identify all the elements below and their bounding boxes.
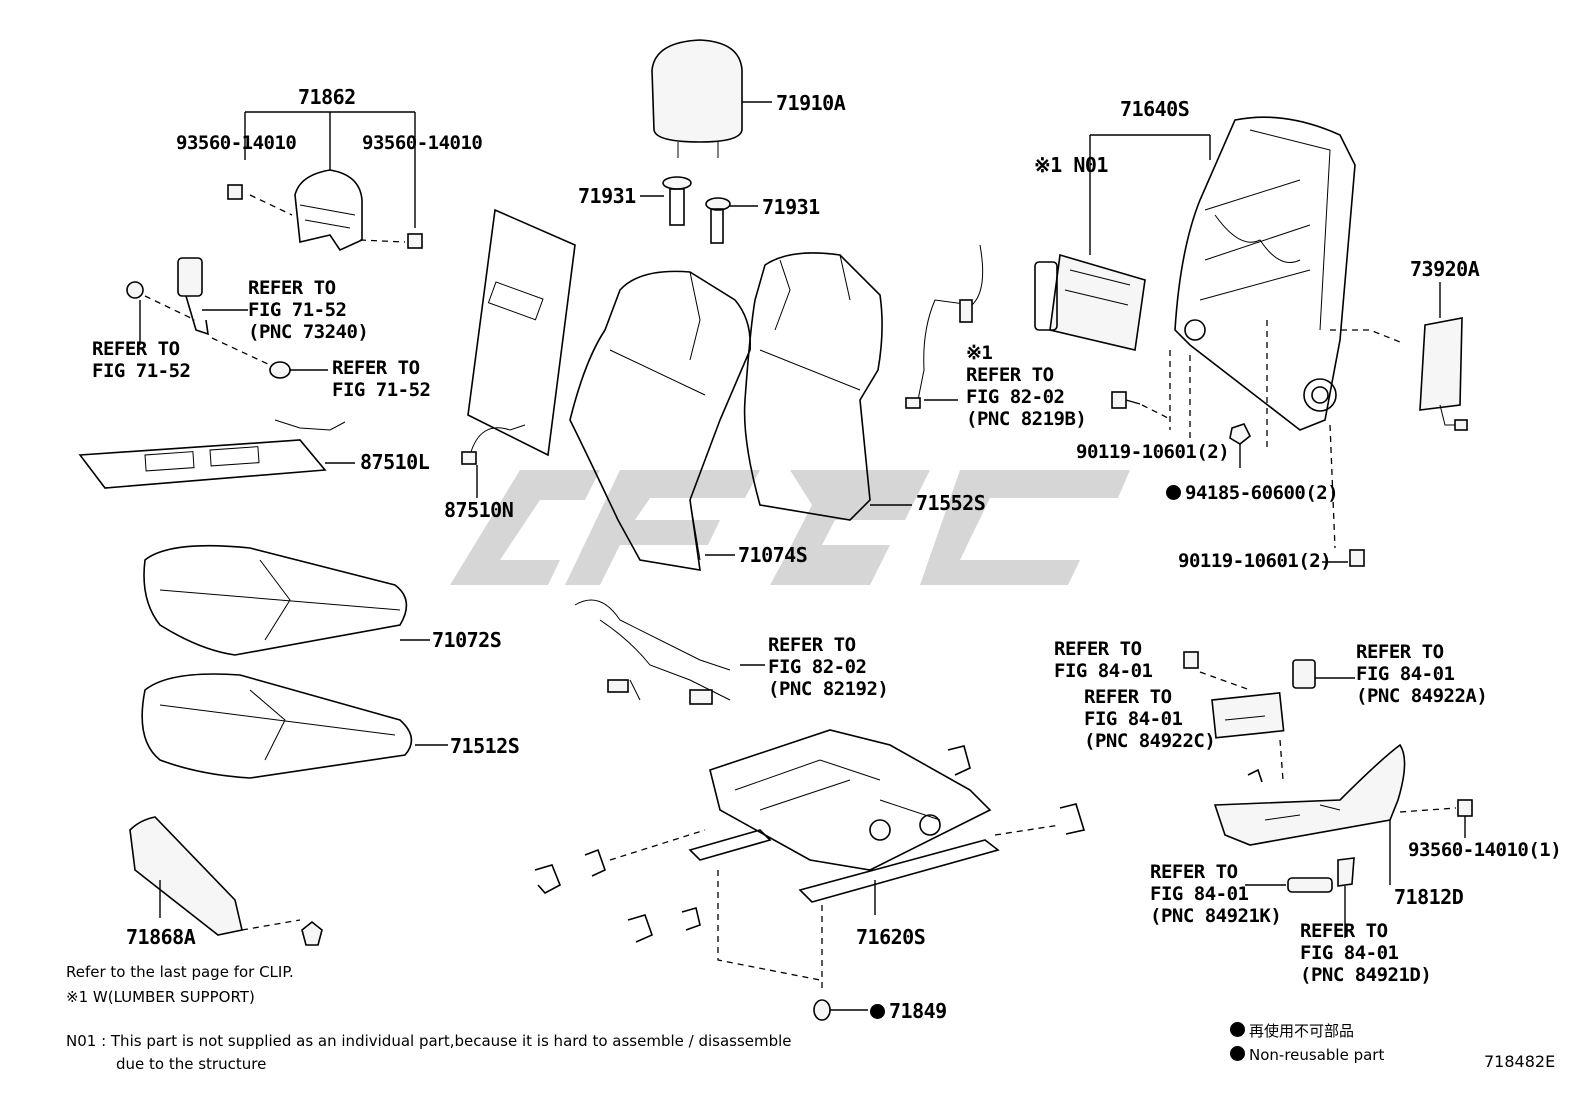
refer-84-01-c-line3: (PNC 84922A) [1356, 685, 1488, 707]
callout-71812D: 71812D [1394, 885, 1464, 909]
note-n01-line1: N01 : This part is not supplied as an in… [66, 1032, 792, 1050]
non-reusable-icon [1230, 1046, 1245, 1061]
callout-71868A: 71868A [126, 925, 196, 949]
seatback-cover-71074S [569, 270, 752, 571]
refer-84-01-e-line2: FIG 84-01 [1300, 942, 1399, 964]
callout-71931-left: 71931 [578, 184, 636, 208]
seat-cushion-pad-71512S [141, 673, 448, 779]
callout-94185-text: 94185-60600(2) [1185, 482, 1339, 504]
non-reusable-icon [870, 1004, 885, 1019]
callout-87510N: 87510N [444, 498, 514, 522]
note-lumber-support: ※1 W(LUMBER SUPPORT) [66, 988, 255, 1006]
legend-non-reusable-jp: 再使用不可部品 [1230, 1021, 1354, 1041]
note-clip: Refer to the last page for CLIP. [66, 963, 294, 981]
non-reusable-icon [1230, 1022, 1245, 1037]
callout-73920A: 73920A [1410, 257, 1480, 281]
side-shield-71812D [1183, 651, 1473, 938]
refer-71-52-a-line3: (PNC 73240) [248, 321, 369, 343]
note-mark-x1: ※1 [966, 342, 993, 364]
legend-en-text: Non-reusable part [1249, 1046, 1385, 1064]
refer-71-52-b-line2: FIG 71-52 [92, 360, 191, 382]
seat-heater-mat-87510L [78, 419, 355, 489]
refer-84-01-d-line1: REFER TO [1150, 861, 1238, 883]
refer-84-01-c-line2: FIG 84-01 [1356, 663, 1455, 685]
seat-heater-mat-87510N [461, 208, 576, 498]
non-reusable-icon [1166, 485, 1181, 500]
refer-84-01-a-line1: REFER TO [1054, 638, 1142, 660]
refer-71-52-c-line1: REFER TO [332, 357, 420, 379]
callout-93560-right: 93560-14010 [362, 132, 483, 154]
refer-71-52-b-line1: REFER TO [92, 338, 180, 360]
seat-cushion-cover-71072S [143, 544, 430, 656]
callout-N01: ※1 N01 [1034, 153, 1108, 177]
note-n01-line2: due to the structure [116, 1055, 267, 1073]
callout-71552S: 71552S [916, 491, 986, 515]
callout-71072S: 71072S [432, 628, 502, 652]
callout-90119-a: 90119-10601(2) [1076, 441, 1230, 463]
refer-84-01-d-line2: FIG 84-01 [1150, 883, 1249, 905]
refer-82-02-b-line1: REFER TO [966, 364, 1054, 386]
callout-71910A: 71910A [776, 91, 846, 115]
track-clips [534, 745, 1086, 1021]
refer-82-02-a-line1: REFER TO [768, 634, 856, 656]
refer-84-01-e-line1: REFER TO [1300, 920, 1388, 942]
callout-71640S: 71640S [1120, 97, 1190, 121]
refer-71-52-a-line2: FIG 71-52 [248, 299, 347, 321]
refer-84-01-a-line2: FIG 84-01 [1054, 660, 1153, 682]
side-airbag-73920A [1419, 282, 1468, 431]
refer-84-01-b-line3: (PNC 84922C) [1084, 730, 1216, 752]
refer-71-52-c-line2: FIG 71-52 [332, 379, 431, 401]
callout-71849: 71849 [870, 1000, 947, 1022]
refer-84-01-c-line1: REFER TO [1356, 641, 1444, 663]
back-cover-71862 [227, 111, 423, 252]
frame-bolts [1111, 391, 1365, 567]
callout-71862: 71862 [298, 85, 356, 109]
seatback-frame-71640S [1089, 116, 1401, 549]
refer-82-02-b-line3: (PNC 8219B) [966, 408, 1087, 430]
callout-93560-left: 93560-14010 [176, 132, 297, 154]
refer-84-01-d-line3: (PNC 84921K) [1150, 905, 1282, 927]
headrest-71910A [651, 39, 772, 158]
callout-71620S: 71620S [856, 925, 926, 949]
refer-82-02-b-line2: FIG 82-02 [966, 386, 1065, 408]
refer-71-52-a-line1: REFER TO [248, 277, 336, 299]
refer-82-02-a-line2: FIG 82-02 [768, 656, 867, 678]
callout-94185: 94185-60600(2) [1166, 482, 1339, 504]
callout-71512S: 71512S [450, 734, 520, 758]
refer-84-01-e-line3: (PNC 84921D) [1300, 964, 1432, 986]
callout-71849-text: 71849 [889, 999, 947, 1023]
callout-87510L: 87510L [360, 450, 430, 474]
figure-id: 718482E [1484, 1052, 1556, 1071]
front-cover-71868A [129, 816, 323, 946]
legend-jp-text: 再使用不可部品 [1249, 1022, 1355, 1040]
legend-non-reusable-en: Non-reusable part [1230, 1045, 1384, 1065]
callout-93560-1: 93560-14010(1) [1408, 839, 1562, 861]
lumbar-support-N01 [1034, 253, 1146, 351]
refer-82-02-a-line3: (PNC 82192) [768, 678, 889, 700]
callout-71074S: 71074S [738, 543, 808, 567]
refer-84-01-b-line1: REFER TO [1084, 686, 1172, 708]
callout-71931-right: 71931 [762, 195, 820, 219]
seat-belt-buckle [126, 257, 328, 379]
callout-90119-b: 90119-10601(2) [1178, 550, 1332, 572]
wire-harness-82192 [574, 599, 765, 705]
seat-track-71620S [609, 729, 1061, 992]
refer-84-01-b-line2: FIG 84-01 [1084, 708, 1183, 730]
lumbar-wire-8219B [905, 244, 984, 409]
seatback-pad-71552S [743, 252, 912, 521]
headrest-guides-71931 [640, 176, 758, 244]
watermark-logo [450, 470, 1130, 585]
